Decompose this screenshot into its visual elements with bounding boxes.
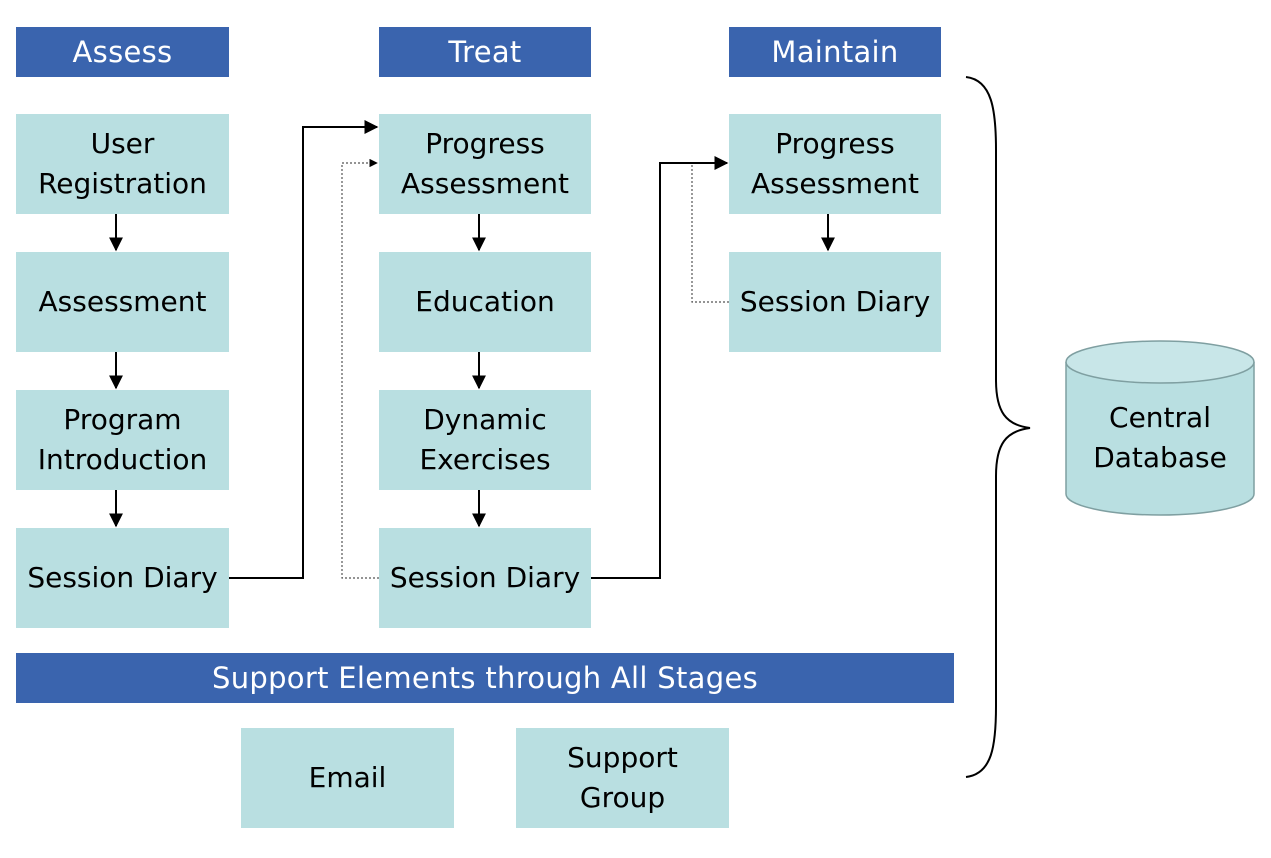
box-maintain-session-diary: Session Diary <box>729 252 941 352</box>
box-education: Education <box>379 252 591 352</box>
box-line: Exercises <box>419 443 551 476</box>
box-line: Group <box>579 781 666 814</box>
header-assess: Assess <box>16 27 229 77</box>
box-email: Email <box>241 728 454 828</box>
box-line: Assessment <box>751 167 919 200</box>
header-treat: Treat <box>379 27 591 77</box>
box-assessment: Assessment <box>16 252 229 352</box>
arrow-assess-diary-to-treat-progress <box>229 120 379 579</box>
box-treat-session-diary: Session Diary <box>379 528 591 628</box>
box-line: User <box>90 127 155 160</box>
box-line: Dynamic <box>423 403 547 436</box>
box-line: Program <box>63 403 182 436</box>
box-line: Introduction <box>37 443 208 476</box>
box-line: Progress <box>425 127 545 160</box>
central-database-label: Central Database <box>1066 398 1254 478</box>
loop-treat-diary-to-progress <box>341 158 379 579</box>
database-cylinder-icon <box>1065 340 1255 516</box>
box-line: Assessment <box>401 167 569 200</box>
box-line: Progress <box>775 127 895 160</box>
db-label-line: Database <box>1093 441 1227 474</box>
curly-brace <box>965 76 1031 778</box>
box-line: Session Diary <box>389 561 581 594</box>
support-elements-banner: Support Elements through All Stages <box>16 653 954 703</box>
box-line: Support <box>567 741 678 774</box>
box-line: Education <box>415 285 555 318</box>
box-line: Email <box>308 761 387 794</box>
arrow-treat-diary-to-maintain-progress <box>591 156 729 579</box>
box-line: Session Diary <box>27 561 218 594</box>
box-line: Registration <box>38 167 207 200</box>
box-line: Assessment <box>38 285 207 318</box>
box-assess-session-diary: Session Diary <box>16 528 229 628</box>
box-line: Session Diary <box>739 285 931 318</box>
db-label-line: Central <box>1109 401 1211 434</box>
header-maintain: Maintain <box>729 27 941 77</box>
loop-maintain-diary-to-progress <box>691 163 729 303</box>
